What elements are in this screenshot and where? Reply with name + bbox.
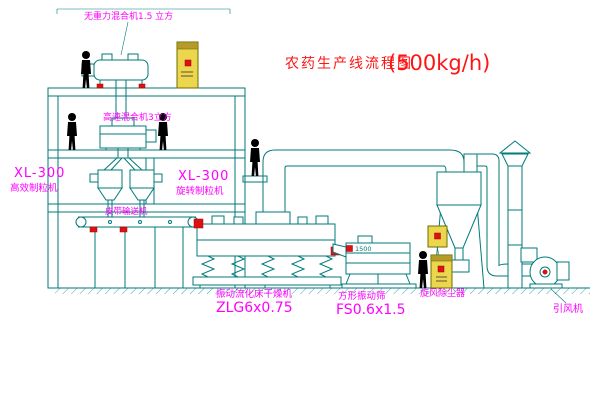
label-granulator-left-model: XL-300 [14,166,65,181]
label-granulator-mid-model: XL-300 [178,169,229,184]
label-granulator-mid-name: 旋转制粒机 [176,185,224,197]
label-dryer-model: ZLG6x0.75 [216,300,293,316]
granulator-unit [89,157,163,217]
cyclone-outlet-pipe [463,153,532,277]
operator-figure [418,251,428,288]
high-speed-mixer [99,117,157,158]
induced-draft-fan [520,247,570,304]
side-platform [242,175,268,183]
exhaust-duct [262,149,465,212]
vibrating-screen [332,235,417,289]
top-reference-line [56,8,231,56]
exhaust-stack [498,140,532,289]
screen-dimension-text: 1500 [355,245,372,253]
label-granulator-left-name: 高效制粒机 [10,182,58,194]
label-screen-model: FS0.6x1.5 [336,302,406,318]
ground-line [55,287,590,294]
building-structure [47,87,268,289]
label-cyclone: 旋风除尘器 [420,287,465,299]
control-cabinet-upper-right [427,225,448,256]
label-belt-conveyor: 皮带输送机 [105,206,148,217]
label-dryer-name: 振动流化床干燥机 [216,288,293,300]
label-screen-name: 方形振动筛 [338,290,386,302]
belt-conveyor [75,216,199,288]
control-cabinet-lower-right [430,254,453,289]
fluid-bed-dryer [192,211,342,288]
control-cabinet-top [176,41,199,89]
operator-figure [67,113,77,150]
gravity-mixer [81,53,149,118]
operator-figure [81,51,91,88]
diagram-capacity: (500kg/h) [388,51,490,75]
diagram-title: 农药生产线流程图 [285,56,413,72]
label-induced-fan: 引风机 [553,302,583,315]
operator-figure [250,139,260,176]
label-gravity-mixer: 无重力混合机1.5 立方 [84,10,173,22]
label-high-speed-mixer: 高速混合机3立方 [103,111,172,123]
